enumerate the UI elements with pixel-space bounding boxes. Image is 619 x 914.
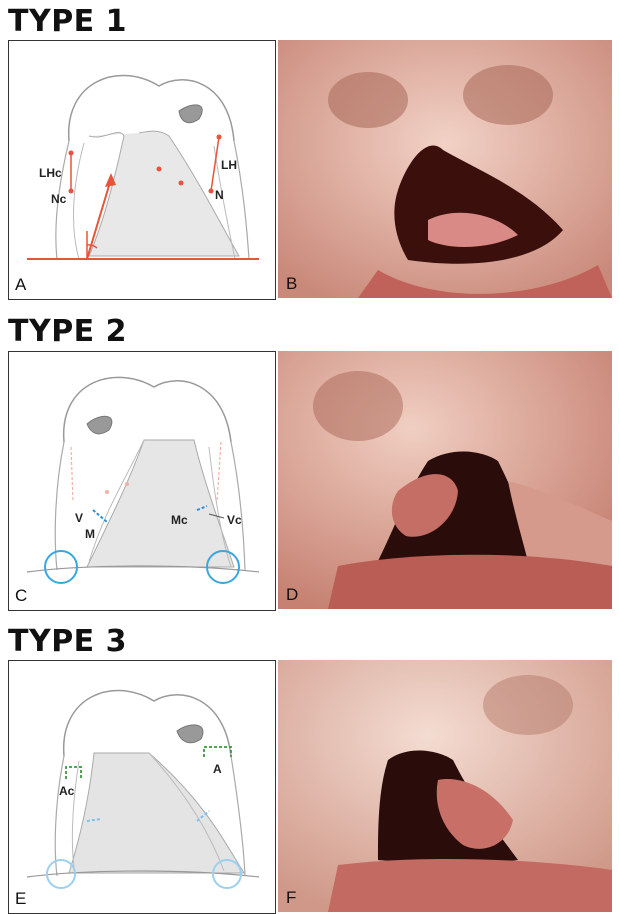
photo-d: D bbox=[278, 351, 612, 609]
type-2-title: TYPE 2 bbox=[8, 314, 127, 349]
diagram-a-letter: A bbox=[15, 275, 26, 295]
label-lh: LH bbox=[221, 158, 237, 172]
label-lhc: LHc bbox=[39, 166, 62, 180]
diagram-a: LHc Nc LH N A bbox=[8, 40, 276, 300]
label-m: M bbox=[85, 527, 95, 541]
diagram-c: V M Mc Vc C bbox=[8, 351, 276, 611]
label-n: N bbox=[215, 188, 224, 202]
label-v: V bbox=[75, 511, 83, 525]
photo-f-image bbox=[278, 660, 612, 912]
type-1-title: TYPE 1 bbox=[8, 4, 127, 39]
diagram-e-letter: E bbox=[15, 889, 26, 909]
photo-b: B bbox=[278, 40, 612, 298]
photo-f: F bbox=[278, 660, 612, 912]
diagram-c-letter: C bbox=[15, 586, 27, 606]
diagram-a-illustration: LHc Nc LH N bbox=[9, 41, 275, 299]
photo-b-image bbox=[278, 40, 612, 298]
type-3-title: TYPE 3 bbox=[8, 624, 127, 659]
label-vc: Vc bbox=[227, 513, 242, 527]
label-a: A bbox=[213, 762, 222, 776]
diagram-c-illustration: V M Mc Vc bbox=[9, 352, 275, 610]
photo-b-letter: B bbox=[286, 274, 297, 294]
diagram-e-illustration: Ac A bbox=[9, 661, 275, 913]
label-nc: Nc bbox=[51, 192, 67, 206]
diagram-e: Ac A E bbox=[8, 660, 276, 914]
photo-d-letter: D bbox=[286, 585, 298, 605]
label-mc: Mc bbox=[171, 513, 188, 527]
label-ac: Ac bbox=[59, 784, 75, 798]
photo-d-image bbox=[278, 351, 612, 609]
photo-f-letter: F bbox=[286, 888, 296, 908]
